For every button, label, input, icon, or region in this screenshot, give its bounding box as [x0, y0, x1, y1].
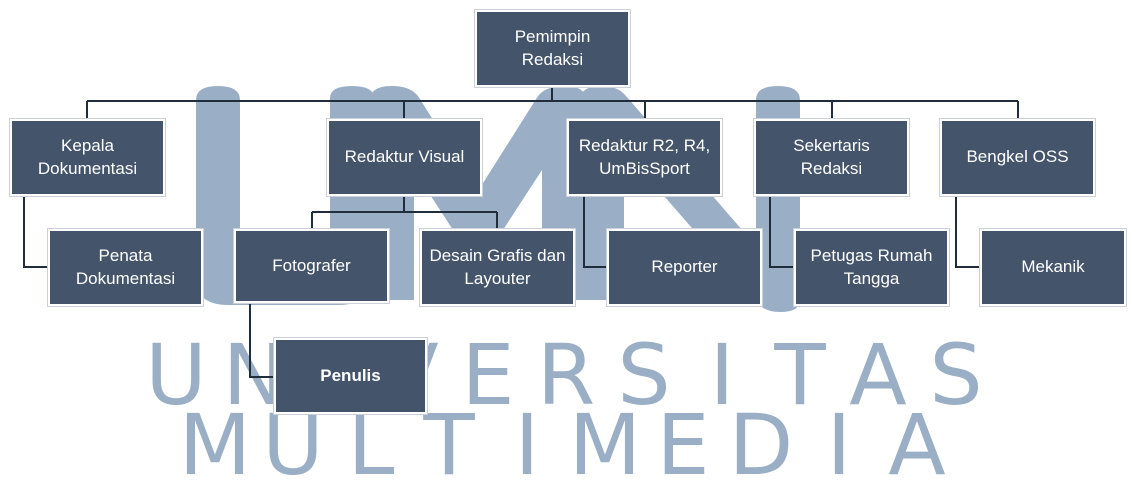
connector-r2-reporter [583, 196, 607, 268]
watermark-letter: A [849, 326, 907, 424]
connector-visual-children [311, 196, 498, 229]
node-reporter: Reporter [606, 228, 763, 307]
node-pemimpin-redaksi: Pemimpin Redaksi [474, 9, 631, 88]
node-fotografer: Fotografer [233, 228, 390, 304]
watermark-letter: E [461, 326, 515, 424]
watermark-letter: U [145, 326, 207, 424]
node-sekertaris-redaksi: Sekertaris Redaksi [753, 118, 910, 197]
node-desain-grafis-dan-layouter: Desain Grafis dan Layouter [419, 228, 576, 307]
node-redaktur-visual: Redaktur Visual [326, 118, 483, 197]
watermark-letter: I [709, 326, 735, 424]
watermark-letter: T [774, 326, 826, 424]
node-mekanik: Mekanik [979, 228, 1127, 307]
connector-lines [23, 87, 1019, 378]
watermark-letter: S [929, 326, 983, 424]
connector-sekertaris-petugas [769, 196, 794, 268]
connector-kepala-penata [23, 196, 48, 268]
connector-fotografer-penulis [249, 303, 274, 378]
connector-bengkel-mekanik [955, 196, 980, 268]
node-redaktur-r2-r4-umbissport: Redaktur R2, R4, UmBisSport [566, 118, 723, 197]
watermark-letter: S [617, 326, 671, 424]
node-bengkel-oss: Bengkel OSS [939, 118, 1096, 197]
node-penata-dokumentasi: Penata Dokumentasi [47, 228, 204, 307]
watermark-letter: R [536, 326, 596, 424]
node-kepala-dokumentasi: Kepala Dokumentasi [9, 118, 166, 197]
node-penulis: Penulis [273, 337, 428, 415]
node-petugas-rumah-tangga: Petugas Rumah Tangga [793, 228, 950, 307]
